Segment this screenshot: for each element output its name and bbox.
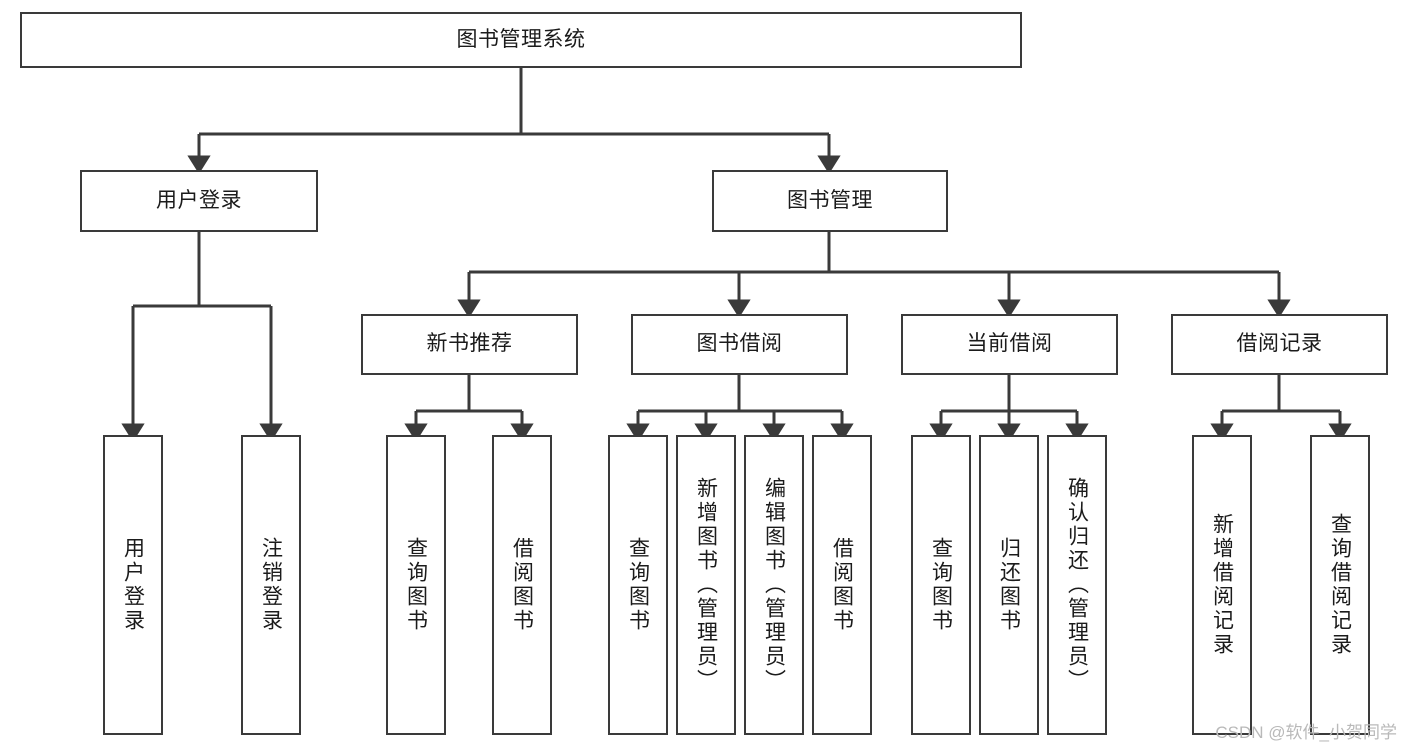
leaf-new-book-borrow-label: 借阅图书 — [510, 537, 534, 633]
leaf-borrow-add-book-label: 新增图书（管理员） — [694, 477, 718, 693]
leaf-record-query-label: 查询借阅记录 — [1328, 513, 1352, 657]
node-borrow-record-label: 借阅记录 — [1236, 332, 1323, 356]
node-user-login[interactable]: 用户登录 — [80, 170, 318, 232]
node-book-management[interactable]: 图书管理 — [712, 170, 948, 232]
leaf-current-query-book-label: 查询图书 — [929, 537, 953, 633]
leaf-record-add[interactable]: 新增借阅记录 — [1192, 435, 1252, 735]
leaf-user-login-logout-label: 注销登录 — [259, 537, 283, 633]
leaf-borrow-borrow-book[interactable]: 借阅图书 — [812, 435, 872, 735]
leaf-current-confirm-return[interactable]: 确认归还（管理员） — [1047, 435, 1107, 735]
leaf-user-login-login-label: 用户登录 — [121, 537, 145, 633]
node-user-login-label: 用户登录 — [156, 188, 242, 212]
node-root-label: 图书管理系统 — [456, 27, 586, 51]
leaf-borrow-edit-book[interactable]: 编辑图书（管理员） — [744, 435, 804, 735]
leaf-record-query[interactable]: 查询借阅记录 — [1310, 435, 1370, 735]
leaf-borrow-borrow-book-label: 借阅图书 — [830, 537, 854, 633]
leaf-new-book-query[interactable]: 查询图书 — [386, 435, 446, 735]
leaf-record-add-label: 新增借阅记录 — [1210, 513, 1234, 657]
node-book-management-label: 图书管理 — [787, 188, 873, 212]
leaf-current-return-book-label: 归还图书 — [997, 537, 1021, 633]
node-current-borrow-label: 当前借阅 — [966, 332, 1053, 356]
node-new-book-recommend[interactable]: 新书推荐 — [361, 314, 578, 375]
leaf-current-return-book[interactable]: 归还图书 — [979, 435, 1039, 735]
leaf-borrow-edit-book-label: 编辑图书（管理员） — [762, 477, 786, 693]
node-current-borrow[interactable]: 当前借阅 — [901, 314, 1118, 375]
leaf-new-book-query-label: 查询图书 — [404, 537, 428, 633]
node-root-book-management-system[interactable]: 图书管理系统 — [20, 12, 1022, 68]
node-borrow-record[interactable]: 借阅记录 — [1171, 314, 1388, 375]
leaf-borrow-add-book[interactable]: 新增图书（管理员） — [676, 435, 736, 735]
node-book-borrow[interactable]: 图书借阅 — [631, 314, 848, 375]
leaf-user-login-login[interactable]: 用户登录 — [103, 435, 163, 735]
leaf-current-confirm-return-label: 确认归还（管理员） — [1065, 477, 1089, 693]
leaf-user-login-logout[interactable]: 注销登录 — [241, 435, 301, 735]
leaf-borrow-query-book[interactable]: 查询图书 — [608, 435, 668, 735]
node-new-book-recommend-label: 新书推荐 — [426, 332, 513, 356]
node-book-borrow-label: 图书借阅 — [696, 332, 783, 356]
leaf-new-book-borrow[interactable]: 借阅图书 — [492, 435, 552, 735]
leaf-borrow-query-book-label: 查询图书 — [626, 537, 650, 633]
leaf-current-query-book[interactable]: 查询图书 — [911, 435, 971, 735]
